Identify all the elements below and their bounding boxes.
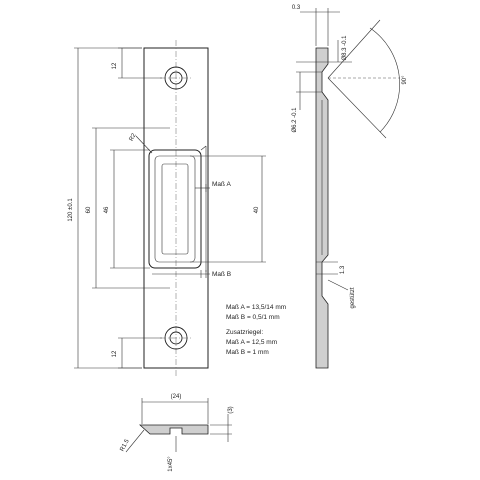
dim-120-label: 120 ±0.1 [68,198,74,222]
note-line-4: Maß A = 12,5 mm [226,339,277,346]
dim-60: 60 [86,127,170,289]
dim-0-3: 0.3 [292,5,340,46]
mass-b-marker: Maß B [152,270,231,278]
dim-24-label: (24) [171,394,182,400]
bottom-profile [138,424,209,435]
dim-12-bottom: 12 [112,337,162,369]
dim-3-label: (3) [228,406,234,413]
mass-b-label: Maß B [212,271,231,278]
note-line-1: Maß A = 13,5/14 mm [226,304,286,311]
dim-r2: R2 [129,132,153,154]
dim-12-top: 12 [112,47,162,79]
dim-1-3: 1.3 [316,261,346,275]
dim-r2-label: R2 [129,132,138,142]
dim-40: 40 [190,155,266,263]
side-view: 0.3 Ø8.3 -0.1 Ø6.2 -0.1 90° 1.3 [292,5,408,369]
top-screw-hole [160,66,192,90]
dim-12-top-label: 12 [112,62,118,69]
dim-46-label: 46 [104,206,110,213]
dim-40-label: 40 [254,206,260,213]
dim-d8-3-label: Ø8.3 -0.1 [342,35,348,61]
dim-1-3-label: 1.3 [340,265,346,274]
dim-r1-5-label: R1.5 [119,438,131,453]
dim-0-3-label: 0.3 [292,5,301,11]
dim-24: (24) [141,394,209,424]
dim-1x45-label: 1x45° [168,456,174,472]
mass-a-marker: Maß A [195,181,231,192]
mass-a-label: Maß A [212,181,231,188]
dim-90-label: 90° [402,75,408,85]
dim-1x45: 1x45° [168,436,177,472]
dim-d6-2-label: Ø6.2 -0.1 [292,107,298,133]
dim-d6-2: Ø6.2 -0.1 [292,71,322,133]
bottom-view: (24) (3) R1.5 1x45° [119,394,234,472]
bottom-screw-hole [160,326,192,350]
dim-12-bottom-label: 12 [112,350,118,357]
dim-90-deg: 90° [327,19,408,139]
gestuetzt-note: gestützt [327,279,356,309]
note-line-3: Zusatzriegel: [226,329,263,336]
notes-block: Maß A = 13,5/14 mm Maß B = 0,5/1 mm Zusa… [226,304,286,356]
note-line-2: Maß B = 0,5/1 mm [226,314,280,321]
dim-60-label: 60 [86,206,92,213]
note-line-5: Maß B = 1 mm [226,349,269,356]
dim-46: 46 [104,149,150,269]
front-view: 12 120 ±0.1 60 46 R2 [68,40,266,378]
latch-opening [148,145,207,272]
dim-3: (3) [210,406,234,442]
gestuetzt-label: gestützt [350,287,356,308]
dim-r1-5: R1.5 [119,429,145,453]
